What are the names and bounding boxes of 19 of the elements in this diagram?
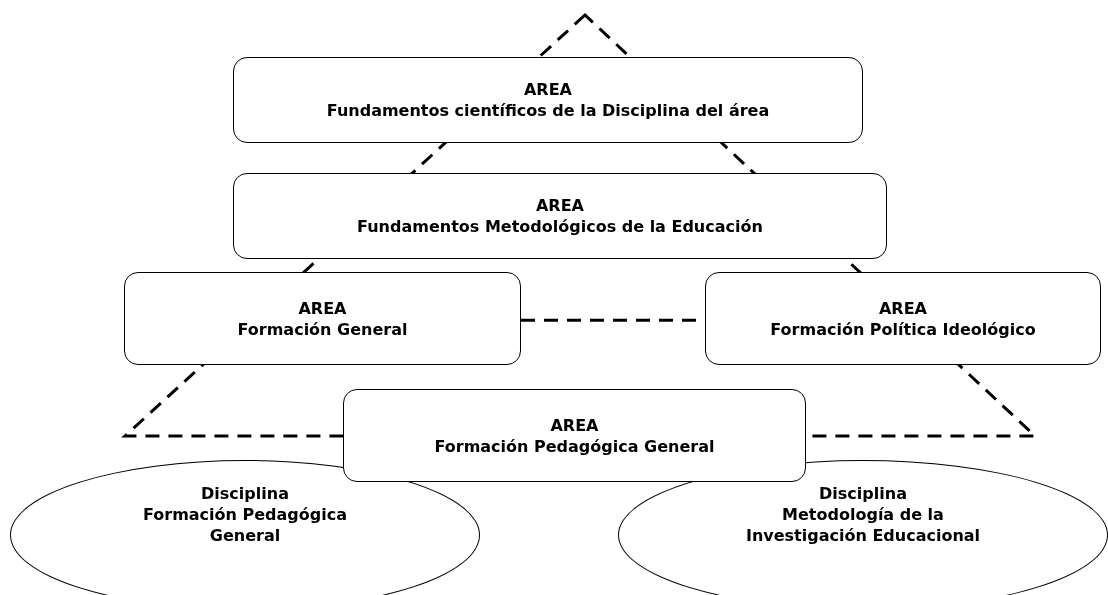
- title-text: Fundamentos Metodológicos de la Educación: [357, 216, 763, 237]
- heading-text: AREA: [524, 79, 572, 100]
- title-text: Formación Política Ideológico: [770, 318, 1036, 340]
- area-box: [343, 389, 806, 482]
- heading-text: Disciplina: [201, 483, 289, 504]
- heading-text: AREA: [550, 414, 599, 436]
- area-box: [233, 173, 887, 259]
- area-box: [124, 272, 521, 365]
- heading-text: AREA: [298, 297, 347, 319]
- heading-text: AREA: [536, 195, 584, 216]
- title-text: Formación Pedagógica General: [434, 435, 715, 457]
- area-box: [705, 272, 1101, 365]
- title-text: Metodología de la Investigación Educacional: [744, 504, 982, 546]
- area-box: [233, 57, 863, 143]
- heading-text: Disciplina: [819, 483, 907, 504]
- title-text: Formación Pedagógica General: [141, 504, 348, 546]
- title-text: Fundamentos científicos de la Disciplina del área: [326, 100, 770, 121]
- heading-text: AREA: [879, 297, 927, 319]
- title-text: Formación General: [237, 318, 408, 340]
